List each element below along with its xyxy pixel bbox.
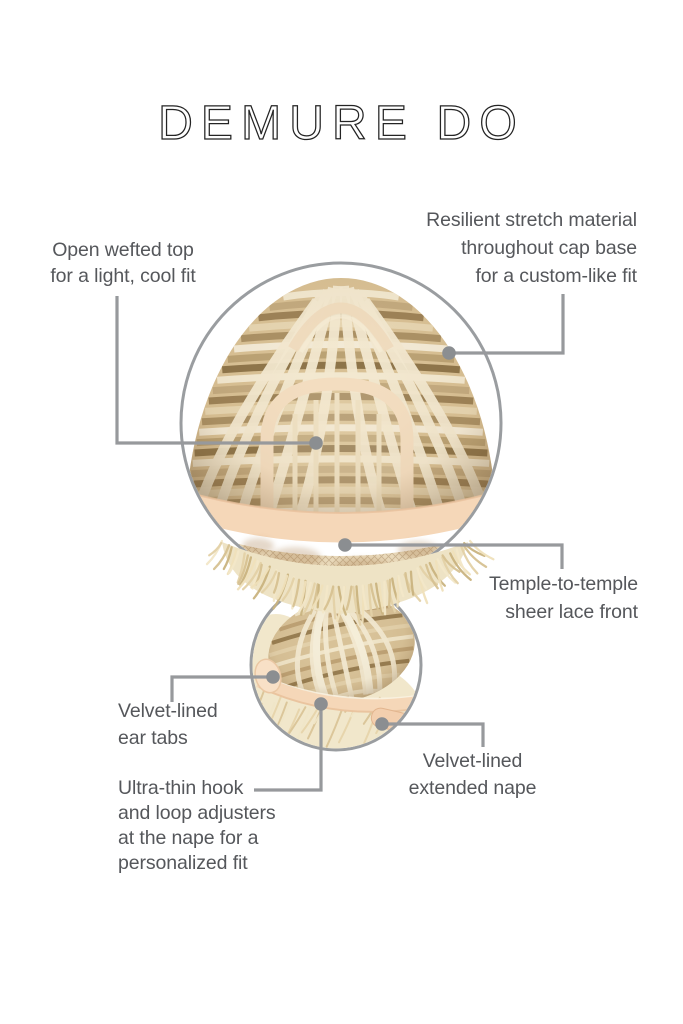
label-line: and loop adjusters	[118, 802, 276, 824]
callout-resilient-stretch	[449, 294, 565, 355]
callout-ear-tabs	[170, 675, 273, 702]
label-line: throughout cap base	[461, 237, 637, 259]
callout-extended-nape-dot	[375, 717, 389, 731]
callout-lines-layer	[115, 294, 565, 792]
label-line: for a custom-like fit	[475, 265, 637, 287]
label-line: Open wefted top	[52, 239, 194, 261]
label-line: sheer lace front	[505, 601, 638, 623]
label-line: ear tabs	[118, 727, 188, 749]
label-line: at the nape for a	[118, 827, 259, 849]
label-velvet-lined-ear-tabs: Velvet-lined ear tabs	[118, 698, 218, 752]
page-title: DEMURE DO	[157, 97, 525, 150]
label-hook-and-loop-adjusters: Ultra-thin hook and loop adjusters at th…	[118, 776, 276, 876]
callout-ear-tabs-dot	[266, 670, 280, 684]
front-cap-hair-fringe	[205, 539, 495, 626]
label-line: Velvet-lined	[118, 700, 218, 722]
callout-open-wefted-top	[115, 296, 316, 445]
label-line: Resilient stretch material	[426, 209, 637, 231]
label-velvet-lined-extended-nape: Velvet-lined extended nape	[385, 748, 560, 802]
callout-hook-loop-adjusters	[254, 704, 323, 792]
label-line: Temple-to-temple	[488, 573, 638, 595]
label-line: extended nape	[408, 777, 537, 799]
label-line: for a light, cool fit	[50, 265, 196, 287]
label-open-wefted-top: Open wefted top for a light, cool fit	[33, 237, 213, 289]
callout-lace-front	[345, 543, 564, 569]
label-line: personalized fit	[118, 852, 248, 874]
back-cap-photo	[249, 578, 423, 752]
callout-hook-loop-adjusters-dot	[314, 697, 328, 711]
label-resilient-stretch-material: Resilient stretch material throughout ca…	[426, 206, 637, 290]
label-line: Ultra-thin hook	[118, 777, 244, 799]
callout-lace-front-dot	[338, 538, 352, 552]
label-temple-to-temple-lace-front: Temple-to-temple sheer lace front	[489, 570, 638, 626]
label-line: Velvet-lined	[422, 750, 523, 772]
callout-extended-nape	[382, 722, 485, 747]
callout-resilient-stretch-dot	[442, 346, 456, 360]
callout-open-wefted-top-dot	[309, 436, 323, 450]
